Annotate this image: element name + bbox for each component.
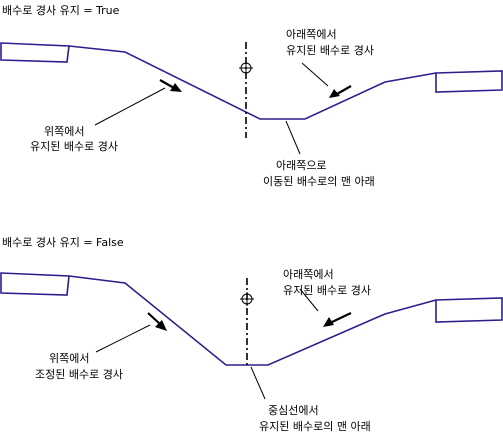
left-road-block [0, 42, 70, 63]
right-road-block [435, 297, 503, 323]
panel-true: 배수로 경사 유지 = True 아래쪽에서 유지된 배수로 경사 [0, 4, 503, 188]
label-right-top-line2: 유지된 배수로 경사 [286, 44, 374, 57]
label-right-top-line2: 유지된 배수로 경사 [283, 284, 371, 297]
upslope-arrow-icon [323, 312, 352, 327]
ditch-profile [68, 45, 437, 120]
leader-right-top [301, 62, 329, 87]
label-left-line1: 위쪽에서 [44, 125, 84, 138]
centerline-target-icon [239, 61, 253, 75]
leader-bottom [285, 120, 301, 155]
panel-title: 배수로 경사 유지 = True [2, 4, 120, 17]
leader-right-top [299, 288, 319, 312]
label-right-top-line1: 아래쪽에서 [286, 28, 337, 41]
downslope-arrow-icon [159, 79, 182, 92]
label-bottom-line2: 유지된 배수로의 맨 아래 [259, 420, 371, 433]
label-bottom-line1: 아래쪽으로 [276, 159, 327, 172]
upslope-arrow-icon [329, 85, 352, 98]
ditch-profile [68, 275, 437, 366]
leader-left [95, 324, 151, 353]
label-left-line2: 유지된 배수로 경사 [30, 140, 118, 153]
leader-bottom [250, 366, 266, 400]
label-left-line2: 조정된 배수로 경사 [35, 368, 123, 381]
left-road-block [0, 272, 70, 296]
right-road-block [435, 70, 503, 93]
label-bottom-line1: 중심선에서 [268, 404, 319, 417]
label-left-line1: 위쪽에서 [49, 352, 89, 365]
panel-false: 배수로 경사 유지 = False 아래쪽에서 유지된 배수로 경사 [0, 236, 503, 433]
panel-title: 배수로 경사 유지 = False [2, 236, 124, 249]
centerline-target-icon [240, 292, 254, 306]
label-bottom-line2: 이동된 배수로의 맨 아래 [263, 175, 375, 188]
leader-left [94, 87, 166, 126]
label-right-top-line1: 아래쪽에서 [283, 268, 334, 281]
downslope-arrow-icon [147, 312, 167, 331]
